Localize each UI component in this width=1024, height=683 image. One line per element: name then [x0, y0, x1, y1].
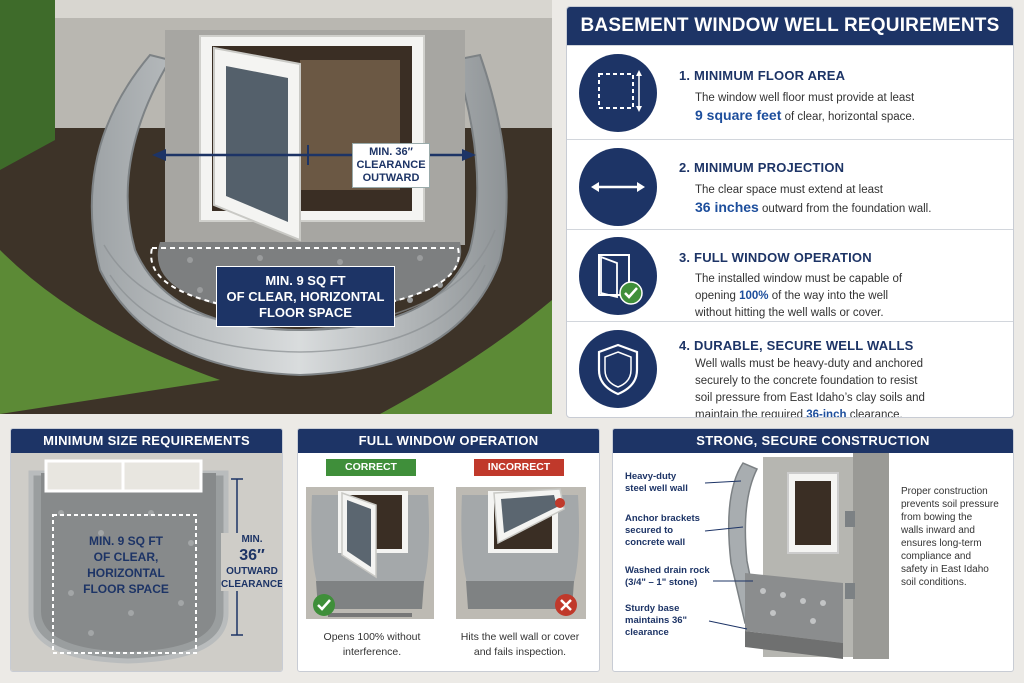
- note-line: Proper construction: [901, 486, 988, 497]
- floor-line-1: MIN. 9 SQ FT: [265, 273, 346, 288]
- requirement-heading: 1. MINIMUM FLOOR AREA: [679, 68, 846, 83]
- requirement-floor-area: 1. MINIMUM FLOOR AREA The window well fl…: [567, 45, 1013, 139]
- hero-window-well-illustration: MIN. 36″ CLEARANCE OUTWARD MIN. 9 SQ FT …: [0, 0, 552, 414]
- label-line: steel well wall: [625, 483, 688, 494]
- requirement-line: soil pressure from East Idaho’s clay soi…: [695, 392, 925, 404]
- requirement-heading: 3. FULL WINDOW OPERATION: [679, 250, 872, 265]
- steel-wall-label: Heavy-duty steel well wall: [625, 471, 721, 495]
- requirement-line: opening 100% of the way into the well: [695, 288, 995, 305]
- clearance-line-1: MIN. 36″: [369, 146, 413, 158]
- floor-space-callout: MIN. 9 SQ FT OF CLEAR, HORIZONTAL FLOOR …: [216, 266, 395, 327]
- label-line: maintains 36": [625, 615, 688, 626]
- requirements-title: BASEMENT WINDOW WELL REQUIREMENTS: [567, 7, 1013, 45]
- requirement-line: Well walls must be heavy-duty and anchor…: [695, 358, 923, 370]
- highlight-value: 9 square feet: [695, 107, 782, 123]
- depth-label-value: 36″: [239, 547, 265, 564]
- note-line: soil conditions.: [901, 577, 967, 588]
- label-line: clearance: [625, 627, 669, 638]
- depth-label: MIN. 36″ OUTWARD CLEARANCE: [221, 533, 283, 591]
- requirement-line: 36 inches outward from the foundation wa…: [695, 199, 995, 218]
- requirement-heading: 2. MINIMUM PROJECTION: [679, 160, 845, 175]
- clearance-callout: MIN. 36″ CLEARANCE OUTWARD: [352, 143, 430, 188]
- construction-cutaway-diagram: [704, 453, 889, 659]
- floor-line-3: FLOOR SPACE: [259, 305, 352, 320]
- panel-title: STRONG, SECURE CONSTRUCTION: [613, 429, 1013, 453]
- correct-tag: CORRECT: [326, 459, 416, 476]
- construction-panel: STRONG, SECURE CONSTRUCTION Heavy-duty s…: [612, 428, 1014, 672]
- requirement-line: maintain the required 36-inch clearance.: [695, 407, 995, 418]
- label-line: Anchor brackets: [625, 513, 700, 524]
- label-line: secured to: [625, 525, 674, 536]
- requirement-line: 9 square feet of clear, horizontal space…: [695, 107, 995, 126]
- drain-rock-label: Washed drain rock (3/4" – 1" stone): [625, 565, 729, 589]
- floor-label-line: FLOOR SPACE: [83, 582, 169, 596]
- incorrect-tag: INCORRECT: [474, 459, 564, 476]
- clearance-line-2: CLEARANCE: [356, 159, 426, 171]
- requirement-line-rest: of the way into the well: [768, 290, 889, 302]
- window-check-icon: [579, 237, 657, 315]
- requirement-text: Well walls must be heavy-duty and anchor…: [695, 356, 995, 418]
- requirement-line-rest: outward from the foundation wall.: [758, 203, 932, 215]
- depth-label-line: CLEARANCE: [221, 579, 283, 590]
- requirement-line: securely to the concrete foundation to r…: [695, 375, 918, 387]
- requirement-line: The clear space must extend at least: [695, 184, 883, 196]
- label-line: Sturdy base: [625, 603, 680, 614]
- requirement-line: The installed window must be capable of: [695, 273, 903, 285]
- floor-label-line: OF CLEAR,: [93, 550, 159, 564]
- window-well-scene: [0, 0, 552, 414]
- incorrect-caption: Hits the well wall or cover and fails in…: [450, 630, 590, 660]
- depth-label-line: MIN.: [241, 534, 263, 545]
- sturdy-base-label: Sturdy base maintains 36" clearance: [625, 603, 721, 639]
- requirement-secure-walls: 4. DURABLE, SECURE WELL WALLS Well walls…: [567, 321, 1013, 418]
- caption-line: and fails inspection.: [473, 646, 567, 658]
- note-line: ensures long-term: [901, 538, 982, 549]
- requirement-line: The window well floor must provide at le…: [695, 92, 915, 104]
- requirement-line: without hitting the well walls or cover.: [695, 307, 884, 319]
- floor-space-label: MIN. 9 SQ FT OF CLEAR, HORIZONTAL FLOOR …: [71, 533, 181, 597]
- requirement-line-rest: clearance.: [846, 409, 903, 418]
- window-operation-panel: FULL WINDOW OPERATION CORRECT INCORRECT …: [297, 428, 600, 672]
- clearance-line-3: OUTWARD: [362, 172, 420, 184]
- caption-line: Hits the well wall or cover: [460, 631, 580, 643]
- requirement-text: The window well floor must provide at le…: [695, 90, 995, 126]
- floor-label-line: MIN. 9 SQ FT: [88, 534, 163, 548]
- highlight-value: 100%: [739, 290, 769, 302]
- requirement-line-pre: maintain the required: [695, 409, 807, 418]
- caption-line: Opens 100% without: [323, 631, 421, 643]
- anchor-brackets-label: Anchor brackets secured to concrete wall: [625, 513, 721, 549]
- label-line: (3/4" – 1" stone): [625, 577, 698, 588]
- correct-caption: Opens 100% without interference.: [302, 630, 442, 660]
- operation-comparison-illustration: [306, 487, 586, 619]
- note-line: walls inward and: [901, 525, 975, 536]
- minimum-size-panel: MINIMUM SIZE REQUIREMENTS MIN. 9 SQ FT O…: [10, 428, 283, 672]
- requirement-text: The clear space must extend at least 36 …: [695, 182, 995, 218]
- note-line: safety in East Idaho: [901, 564, 989, 575]
- label-line: Heavy-duty: [625, 471, 677, 482]
- requirement-projection: 2. MINIMUM PROJECTION The clear space mu…: [567, 139, 1013, 229]
- requirement-line-rest: of clear, horizontal space.: [781, 111, 915, 123]
- caption-line: interference.: [342, 646, 402, 658]
- note-line: from bowing the: [901, 512, 973, 523]
- requirement-line-pre: opening: [695, 290, 740, 302]
- note-line: compliance and: [901, 551, 972, 562]
- construction-note: Proper construction prevents soil pressu…: [901, 485, 1005, 589]
- panel-title: MINIMUM SIZE REQUIREMENTS: [11, 429, 282, 453]
- highlight-value: 36-inch: [806, 409, 847, 418]
- requirements-card: BASEMENT WINDOW WELL REQUIREMENTS 1. MIN…: [566, 6, 1014, 418]
- depth-label-line: OUTWARD: [226, 566, 278, 577]
- requirement-window-operation: 3. FULL WINDOW OPERATION The installed w…: [567, 229, 1013, 321]
- shield-icon: [579, 330, 657, 408]
- note-line: prevents soil pressure: [901, 499, 999, 510]
- label-line: Washed drain rock: [625, 565, 710, 576]
- panel-title: FULL WINDOW OPERATION: [298, 429, 599, 453]
- floor-line-2: OF CLEAR, HORIZONTAL: [226, 289, 385, 304]
- projection-arrow-icon: [579, 148, 657, 226]
- requirement-heading: 4. DURABLE, SECURE WELL WALLS: [679, 338, 914, 353]
- label-line: concrete wall: [625, 537, 686, 548]
- floor-area-icon: [579, 54, 657, 132]
- highlight-value: 36 inches: [695, 199, 759, 215]
- requirement-text: The installed window must be capable of …: [695, 271, 995, 322]
- floor-label-line: HORIZONTAL: [87, 566, 165, 580]
